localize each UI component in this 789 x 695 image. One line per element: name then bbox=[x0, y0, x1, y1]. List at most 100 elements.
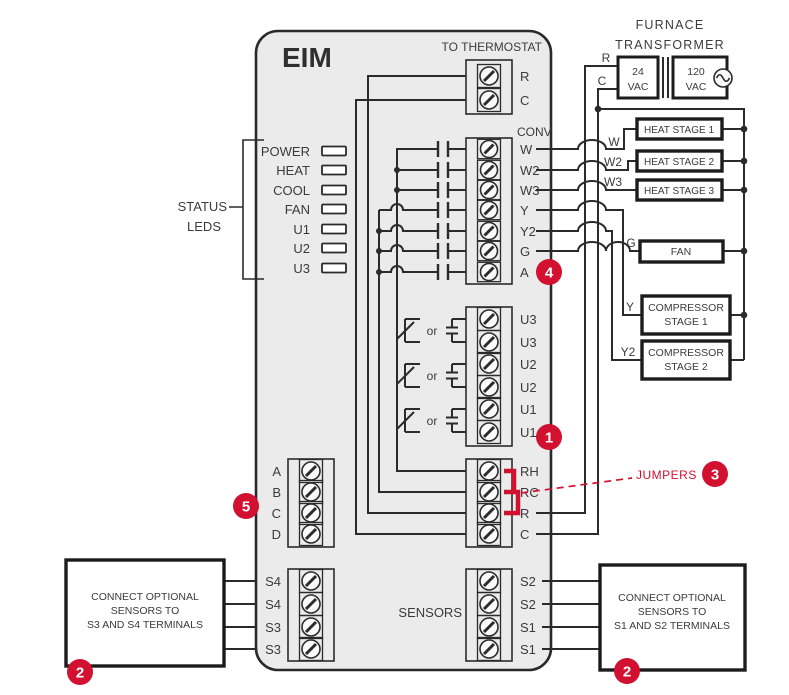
terminal-label-u1a: U1 bbox=[520, 402, 537, 417]
u-terminal-block: U3 U3 U2 U2 U1 U1 or or or bbox=[396, 306, 537, 447]
wire-thermostat-c bbox=[355, 99, 466, 535]
wire-transformer-r bbox=[536, 65, 618, 514]
left-note-line2: SENSORS TO bbox=[111, 605, 179, 617]
transformer-c-label: C bbox=[598, 74, 607, 88]
left-sensor-note: CONNECT OPTIONAL SENSORS TO S3 AND S4 TE… bbox=[64, 558, 226, 668]
svg-text:3: 3 bbox=[711, 467, 719, 484]
power-terminal-block: RH RC R C bbox=[465, 458, 539, 548]
led-u1 bbox=[321, 223, 347, 235]
heat-stage-1-box bbox=[635, 117, 724, 141]
terminal-label-s2b: S2 bbox=[520, 597, 536, 612]
heat-stage-2-box bbox=[635, 149, 724, 173]
terminal-label-rh: RH bbox=[520, 464, 539, 479]
terminal-label-u2b: U2 bbox=[520, 380, 537, 395]
terminal-label-b: B bbox=[272, 485, 281, 500]
terminal-label-d: D bbox=[272, 527, 281, 542]
furnace-transformer: FURNACE TRANSFORMER R C 24 VAC 120 VAC bbox=[598, 18, 733, 100]
transformer-primary-box bbox=[616, 55, 660, 100]
wire-thermostat-r bbox=[367, 75, 466, 514]
status-leds: STATUS LEDS POWER HEAT COOL FAN U1 U2 U3 bbox=[178, 139, 347, 280]
wire-g-to-fan bbox=[536, 241, 640, 252]
terminal-label-u1b: U1 bbox=[520, 425, 537, 440]
fan-label: FAN bbox=[671, 246, 691, 258]
to-thermostat-heading: TO THERMOSTAT bbox=[442, 40, 543, 54]
terminal-label-u2a: U2 bbox=[520, 357, 537, 372]
terminal-label-c2: C bbox=[520, 527, 529, 542]
status-label-line1: STATUS bbox=[178, 199, 228, 214]
wire-y2-lead bbox=[379, 224, 466, 232]
right-note-line1: CONNECT OPTIONAL bbox=[618, 592, 726, 604]
callout-badge-5: 5 bbox=[233, 493, 259, 519]
terminal-label-s1b: S1 bbox=[520, 642, 536, 657]
wire-w3-to-heat3 bbox=[536, 180, 637, 191]
compressor-1-label-line2: STAGE 1 bbox=[664, 316, 708, 328]
wire-label-w3: W3 bbox=[604, 175, 622, 189]
wires-left-sensors bbox=[224, 580, 256, 650]
right-note-line3: S1 AND S2 TERMINALS bbox=[614, 620, 730, 632]
or-label-u2: or bbox=[427, 369, 438, 383]
right-sensor-note-box bbox=[598, 563, 747, 672]
terminal-label-w: W bbox=[520, 142, 533, 157]
terminal-label-r: R bbox=[520, 69, 529, 84]
left-note-line1: CONNECT OPTIONAL bbox=[91, 591, 199, 603]
terminal-label-s4a: S4 bbox=[265, 574, 281, 589]
eim-enclosure bbox=[254, 29, 553, 672]
wire-a-lead bbox=[379, 265, 466, 273]
terminal-label-s1a: S1 bbox=[520, 620, 536, 635]
compressor-stage-2-box bbox=[640, 339, 732, 381]
secondary-unit: VAC bbox=[686, 81, 707, 93]
led-label-heat: HEAT bbox=[276, 163, 310, 178]
terminal-label-s4b: S4 bbox=[265, 597, 281, 612]
loads: HEAT STAGE 1 HEAT STAGE 2 HEAT STAGE 3 F… bbox=[635, 117, 732, 381]
left-note-line3: S3 AND S4 TERMINALS bbox=[87, 619, 203, 631]
callout-badge-2-right: 2 bbox=[614, 658, 640, 684]
compressor-2-label-line1: COMPRESSOR bbox=[648, 347, 724, 359]
led-cool bbox=[321, 184, 347, 196]
or-label-u3: or bbox=[427, 324, 438, 338]
terminal-label-r2: R bbox=[520, 506, 529, 521]
wire-y-lead bbox=[379, 203, 466, 211]
heat-stage-2-label: HEAT STAGE 2 bbox=[644, 157, 714, 168]
compressor-stage-1-box bbox=[640, 294, 732, 336]
conv-heading: CONV bbox=[517, 125, 552, 139]
wire-label-w: W bbox=[608, 135, 620, 149]
svg-text:2: 2 bbox=[76, 665, 84, 682]
right-sensor-note: CONNECT OPTIONAL SENSORS TO S1 AND S2 TE… bbox=[598, 563, 747, 672]
external-wiring bbox=[224, 65, 748, 650]
right-note-line2: SENSORS TO bbox=[638, 606, 706, 618]
terminal-label-u3a: U3 bbox=[520, 312, 537, 327]
or-label-u1: or bbox=[427, 414, 438, 428]
ac-sine-icon bbox=[715, 73, 731, 83]
callout-badge-3: 3 bbox=[702, 461, 728, 487]
wire-y-to-compressor1 bbox=[536, 200, 642, 316]
svg-text:5: 5 bbox=[242, 499, 250, 516]
callout-badge-2-left: 2 bbox=[67, 659, 93, 685]
led-label-u2: U2 bbox=[293, 241, 310, 256]
compressor-1-label-line1: COMPRESSOR bbox=[648, 302, 724, 314]
internal-wiring bbox=[355, 75, 466, 535]
terminal-label-s2a: S2 bbox=[520, 574, 536, 589]
jumpers-callout-line bbox=[520, 477, 633, 494]
thermostat-terminal-block: R C bbox=[465, 59, 529, 115]
led-fan bbox=[321, 203, 347, 215]
terminal-label-s3b: S3 bbox=[265, 642, 281, 657]
primary-unit: VAC bbox=[628, 81, 649, 93]
wire-g-lead bbox=[379, 244, 466, 252]
wire-label-g: G bbox=[626, 236, 635, 250]
heat-stage-1-label: HEAT STAGE 1 bbox=[644, 125, 714, 136]
transformer-r-label: R bbox=[602, 51, 611, 65]
led-u3 bbox=[321, 262, 347, 274]
terminal-label-w2: W2 bbox=[520, 163, 540, 178]
wire-label-w2: W2 bbox=[604, 155, 622, 169]
led-label-u3: U3 bbox=[293, 261, 310, 276]
callout-badge-4: 4 bbox=[536, 259, 562, 285]
secondary-voltage: 120 bbox=[687, 66, 705, 78]
jumpers-label: JUMPERS bbox=[636, 468, 697, 482]
wire-transformer-c bbox=[536, 88, 618, 535]
status-label-line2: LEDS bbox=[187, 219, 221, 234]
wire-label-y: Y bbox=[626, 300, 634, 314]
transformer-title-line1: FURNACE bbox=[636, 18, 705, 32]
heat-stage-3-label: HEAT STAGE 3 bbox=[644, 186, 714, 197]
compressor-2-label-line2: STAGE 2 bbox=[664, 361, 708, 373]
